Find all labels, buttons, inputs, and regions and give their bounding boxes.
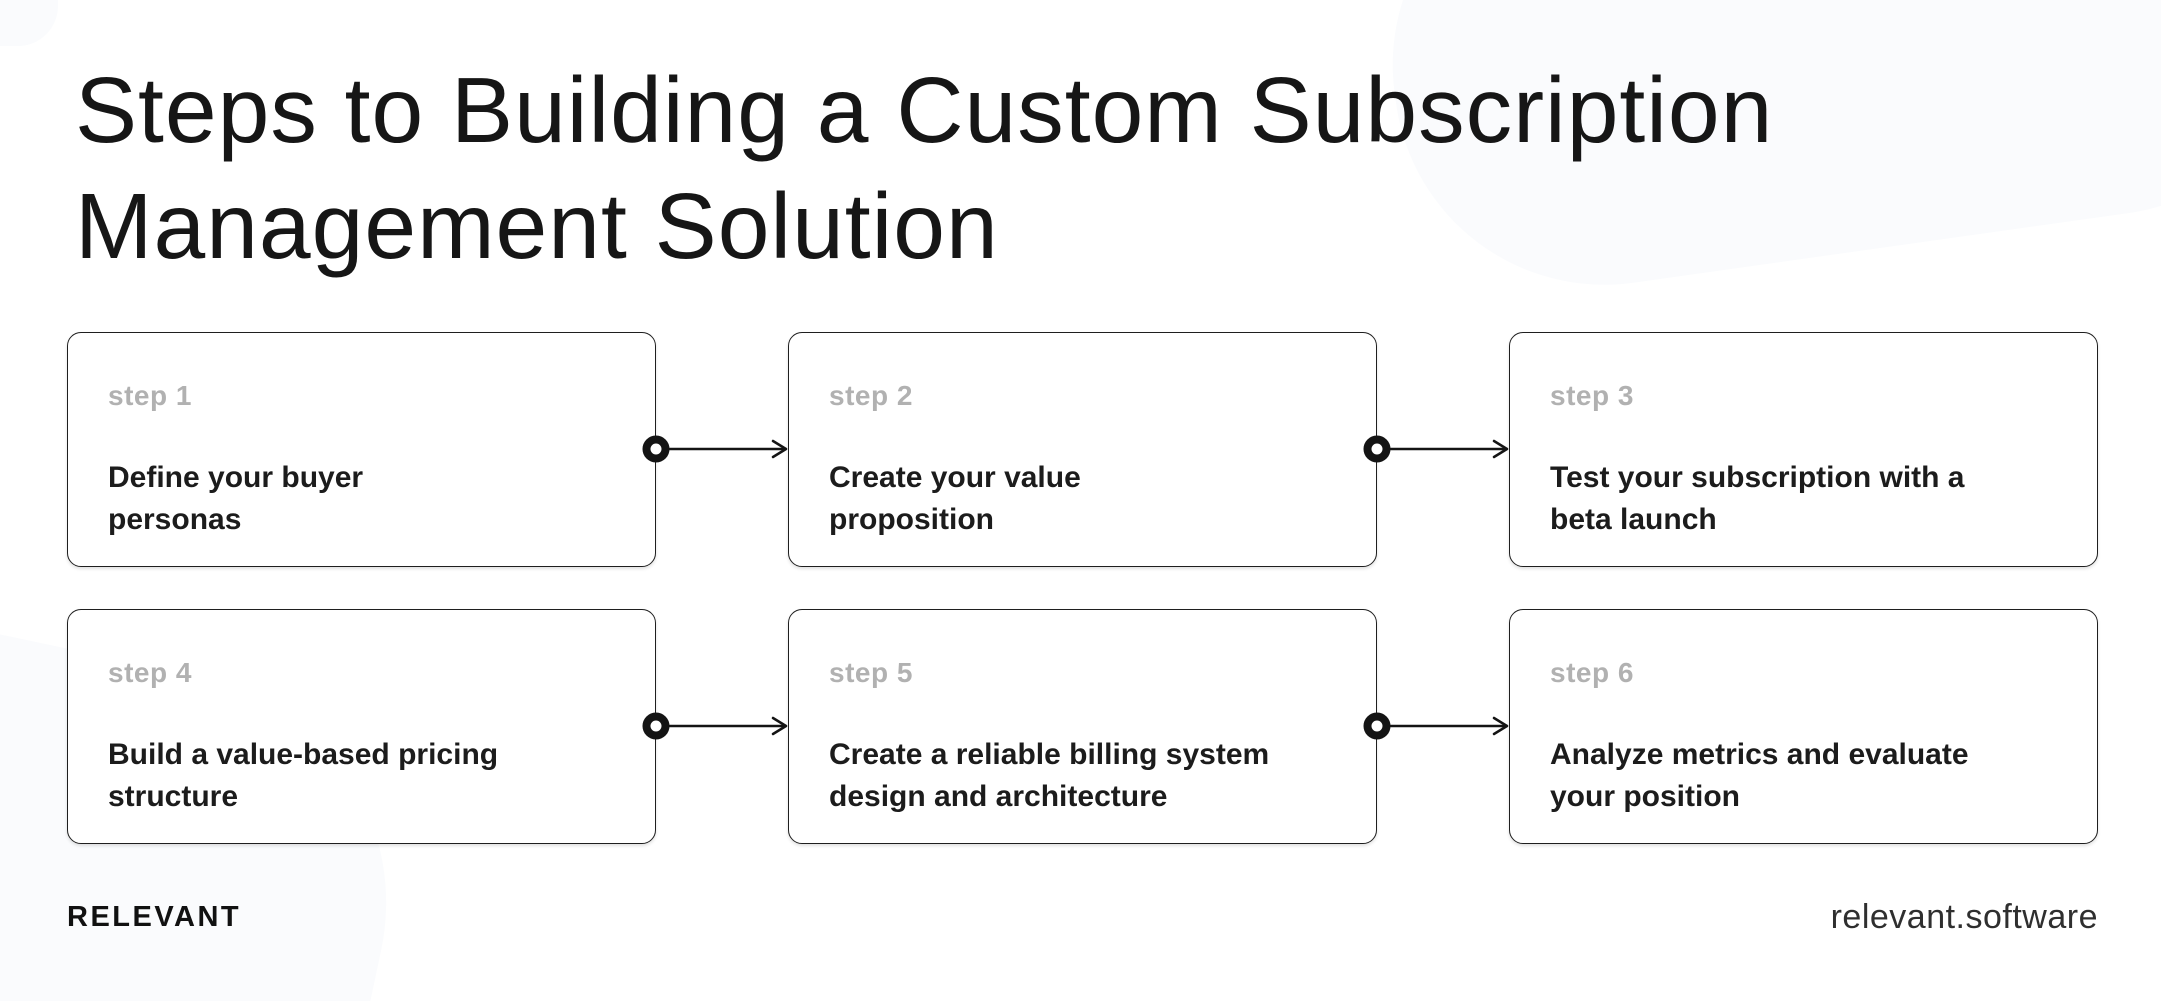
page-title: Steps to Building a Custom Subscription … (75, 52, 1773, 284)
step-description-line: proposition (829, 503, 994, 536)
step-card-1: step 1 Define your buyer personas (67, 332, 656, 567)
step-label: step 1 (108, 380, 192, 411)
connector-dot-icon (1363, 435, 1391, 463)
step-card-2: step 2 Create your value proposition (788, 332, 1377, 567)
step-description: Analyze metrics and evaluate your positi… (1550, 734, 2059, 818)
steps-grid: step 1 Define your buyer personas step 2… (67, 332, 2098, 844)
step-description-line: personas (108, 503, 242, 536)
step-description-line: your position (1550, 780, 1740, 813)
connector-dot-icon (642, 435, 670, 463)
connector-dot-icon (642, 712, 670, 740)
background-blob-top-left (0, 0, 58, 46)
step-description-line: Analyze metrics and evaluate (1550, 738, 1969, 771)
step-card-4: step 4 Build a value-based pricing struc… (67, 609, 656, 844)
step-card-6: step 6 Analyze metrics and evaluate your… (1509, 609, 2098, 844)
footer: RELEVANT relevant.software (67, 898, 2098, 937)
connector-dot-icon (1363, 712, 1391, 740)
step-label: step 3 (1550, 380, 1634, 411)
arrowhead-icon (771, 716, 788, 736)
connector-step4-step5 (642, 712, 788, 740)
page-title-line-2: Management Solution (75, 174, 999, 278)
step-label: step 6 (1550, 657, 1634, 688)
step-description-line: structure (108, 780, 239, 813)
step-description-line: beta launch (1550, 503, 1717, 536)
step-description: Test your subscription with a beta launc… (1550, 457, 2059, 541)
step-description-line: Build a value-based pricing (108, 738, 499, 771)
step-label: step 4 (108, 657, 192, 688)
step-label: step 5 (829, 657, 913, 688)
step-label: step 2 (829, 380, 913, 411)
arrowhead-icon (1492, 716, 1509, 736)
brand-logo: RELEVANT (67, 901, 242, 933)
connector-step1-step2 (642, 435, 788, 463)
step-description: Build a value-based pricing structure (108, 734, 617, 818)
connector-step2-step3 (1363, 435, 1509, 463)
connector-step5-step6 (1363, 712, 1509, 740)
step-description-line: Create your value (829, 461, 1081, 494)
step-description-line: Create a reliable billing system (829, 738, 1270, 771)
arrowhead-icon (771, 439, 788, 459)
step-card-5: step 5 Create a reliable billing system … (788, 609, 1377, 844)
step-description: Create your value proposition (829, 457, 1338, 541)
step-description: Define your buyer personas (108, 457, 617, 541)
step-description: Create a reliable billing system design … (829, 734, 1338, 818)
page-title-line-1: Steps to Building a Custom Subscription (75, 58, 1774, 162)
arrowhead-icon (1492, 439, 1509, 459)
step-description-line: design and architecture (829, 780, 1168, 813)
website-text: relevant.software (1830, 898, 2098, 936)
step-card-3: step 3 Test your subscription with a bet… (1509, 332, 2098, 567)
step-description-line: Define your buyer (108, 461, 364, 494)
step-description-line: Test your subscription with a (1550, 461, 1965, 494)
